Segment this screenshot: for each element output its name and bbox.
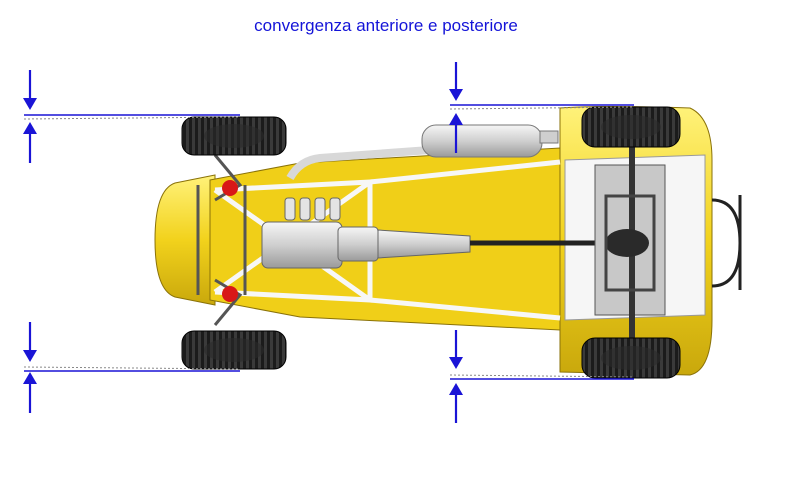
front-right-tire	[181, 330, 287, 370]
rear-bumper	[711, 198, 742, 288]
arrow-down-icon	[23, 322, 37, 362]
toe-reference-lines	[23, 106, 635, 378]
diagram-title: convergenza anteriore e posteriore	[254, 16, 518, 35]
engine-block	[261, 197, 471, 269]
front-suspension	[196, 154, 247, 326]
toe-lines	[24, 104, 634, 380]
rear-right-tire	[581, 337, 681, 379]
arrow-up-icon	[449, 383, 463, 423]
exhaust-pipe	[286, 124, 559, 181]
arrow-down-icon	[449, 330, 463, 369]
rear-left-tire	[581, 106, 681, 148]
front-spring-bottom	[222, 286, 238, 302]
front-left-tire	[181, 116, 287, 156]
arrow-down-icon	[449, 62, 463, 101]
arrow-down-icon	[23, 70, 37, 110]
rear-axle	[594, 145, 666, 340]
arrow-up-icon	[449, 113, 463, 153]
arrow-up-icon	[23, 122, 37, 163]
arrow-up-icon	[23, 372, 37, 413]
front-spring-top	[222, 180, 238, 196]
